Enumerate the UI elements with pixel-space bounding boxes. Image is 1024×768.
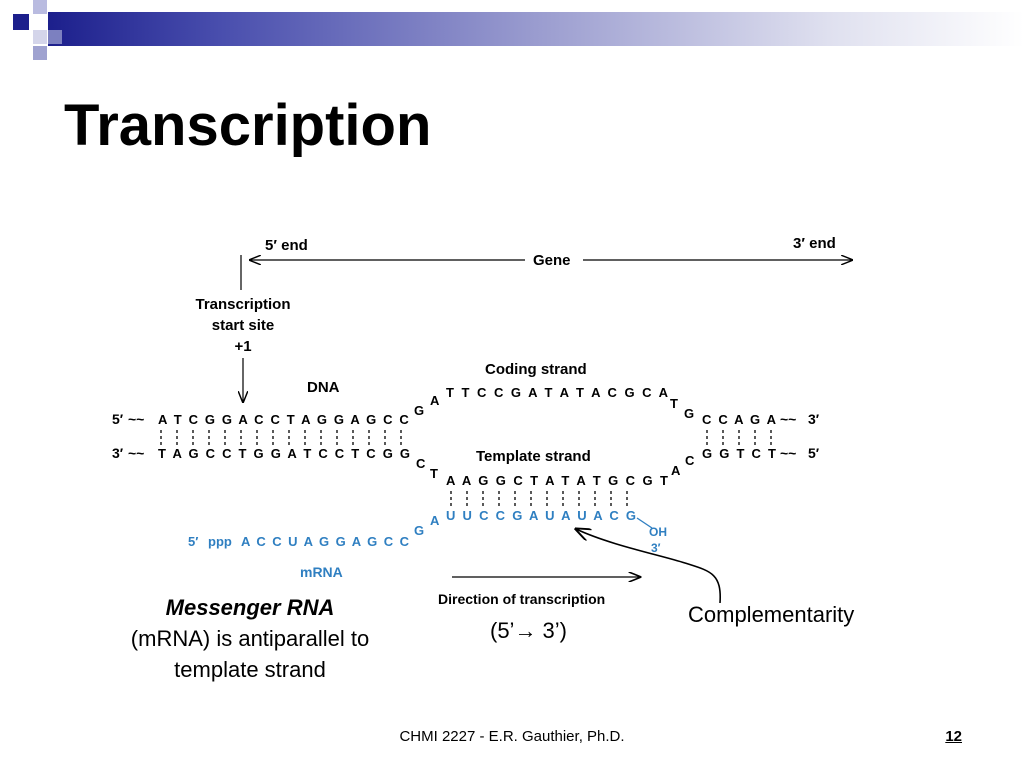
- footer-text: CHMI 2227 - E.R. Gauthier, Ph.D.: [399, 728, 625, 745]
- top-bubble-sequence: T T C C G A T A T A C G C A: [446, 385, 669, 400]
- top-bubble-g2: G: [684, 406, 694, 421]
- bottom-left-3-prime: 3′: [112, 445, 124, 461]
- rna-left-sequence: A C C U A G G A G C C: [241, 534, 410, 549]
- complementarity-caption: Complementarity: [688, 602, 855, 627]
- base-pair-dashes-left: [160, 430, 402, 447]
- header-square-dark: [13, 14, 29, 30]
- top-bubble-a: A: [430, 393, 440, 408]
- header-gradient-bar: [48, 12, 1024, 46]
- rna-pair-dashes: [450, 491, 628, 507]
- bottom-right-sequence: G G T C T: [702, 446, 776, 461]
- header-square-light: [48, 30, 62, 44]
- slide-footer: CHMI 2227 - E.R. Gauthier, Ph.D. 12: [0, 728, 1024, 748]
- base-pair-dashes-right: [706, 430, 772, 447]
- bottom-bubble-a: A: [671, 463, 681, 478]
- bottom-bubble-c2: C: [685, 453, 695, 468]
- rna-ppp: ppp: [208, 534, 232, 549]
- direction-label: Direction of transcription: [438, 591, 605, 607]
- bottom-bubble-t: T: [430, 466, 438, 481]
- tss-label-line2: start site: [212, 317, 275, 334]
- three-prime-end-label: 3′ end: [793, 235, 836, 252]
- five-prime-end-label: 5′ end: [265, 237, 308, 254]
- top-bubble-t: T: [670, 396, 678, 411]
- header-square-light: [33, 30, 47, 44]
- antiparallel-caption: Messenger RNA (mRNA) is antiparallel to …: [100, 592, 400, 685]
- top-right-3-prime: 3′: [808, 411, 820, 427]
- squiggle-bottom-right: ~~: [780, 445, 796, 461]
- rna-a: A: [430, 513, 440, 528]
- rna-oh: OH: [649, 525, 667, 539]
- bottom-bubble-c: C: [416, 456, 426, 471]
- antiparallel-line2: template strand: [174, 657, 326, 682]
- rna-bubble-sequence: U U C C G A U A U A C G: [446, 508, 636, 523]
- slide-title: Transcription: [64, 93, 432, 158]
- header-decoration: [0, 0, 1024, 62]
- dna-label: DNA: [307, 379, 340, 396]
- header-square-light: [33, 0, 47, 14]
- complementarity-arrow: [576, 529, 721, 604]
- top-bubble-g: G: [414, 403, 424, 418]
- top-left-5-prime: 5′: [112, 411, 124, 427]
- direction-caption: (5’→ 3’): [490, 618, 568, 643]
- gene-label: Gene: [533, 252, 571, 269]
- template-strand-label: Template strand: [476, 448, 591, 465]
- rna-5-prime: 5′: [188, 534, 198, 549]
- mrna-label: mRNA: [300, 564, 343, 580]
- rna-3-prime: 3′: [651, 541, 661, 555]
- rna-g: G: [414, 523, 424, 538]
- bottom-left-sequence: T A G C C T G G A T C C T C G G: [158, 446, 410, 461]
- messenger-rna-heading: Messenger RNA: [165, 595, 335, 620]
- rna-tail-line: [636, 517, 653, 529]
- tss-label-line1: Transcription: [195, 296, 290, 313]
- bottom-right-5-prime: 5′: [808, 445, 820, 461]
- squiggle-top-right: ~~: [780, 411, 796, 427]
- transcription-diagram: 5′ end 3′ end Gene Transcription start s…: [112, 235, 880, 607]
- page-number: 12: [945, 728, 962, 745]
- coding-strand-label: Coding strand: [485, 361, 587, 378]
- squiggle-top-left: ~~: [128, 411, 144, 427]
- tss-position: +1: [234, 338, 251, 355]
- antiparallel-line1: (mRNA) is antiparallel to: [130, 626, 370, 651]
- squiggle-bottom-left: ~~: [128, 445, 144, 461]
- top-right-sequence: C C A G A: [702, 412, 777, 427]
- header-square-light: [33, 46, 47, 60]
- bottom-bubble-sequence: A A G G C T A T A T G C G T: [446, 473, 668, 488]
- top-left-sequence: A T C G G A C C T A G G A G C C: [158, 412, 410, 427]
